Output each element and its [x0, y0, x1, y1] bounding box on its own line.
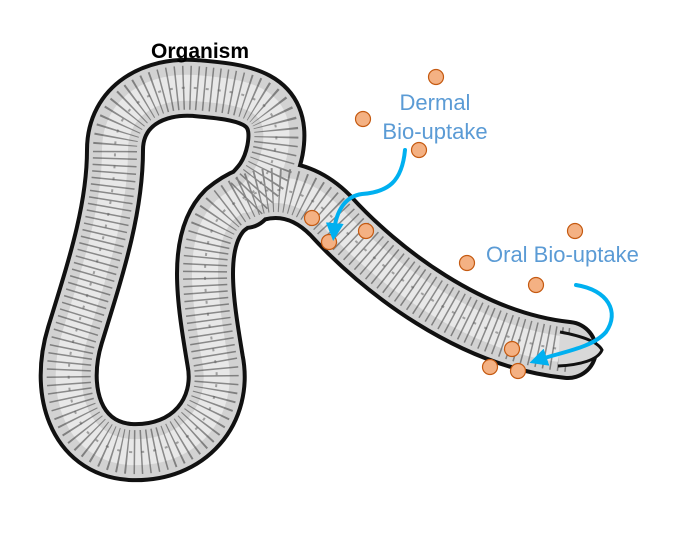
particle [527, 276, 545, 294]
particle [357, 222, 375, 240]
particle [566, 222, 584, 240]
particle [503, 340, 521, 358]
oral-bio-uptake-label: Oral Bio-uptake [486, 242, 639, 267]
oral-uptake-arrow [529, 283, 614, 366]
particle [458, 254, 476, 272]
particle [354, 110, 372, 128]
organism-label: Organism [151, 40, 250, 63]
dermal-uptake-arrow [325, 148, 407, 241]
particle [410, 141, 428, 159]
dermal-bio-uptake-label: Dermal Bio-uptake [372, 88, 498, 146]
arrows [325, 148, 614, 366]
particles [303, 68, 584, 380]
worm-segment-texture [46, 65, 571, 475]
particle [509, 362, 527, 380]
dermal-label-line1: Dermal [399, 90, 471, 115]
worm-organism [38, 57, 604, 483]
particle [427, 68, 445, 86]
dermal-label-line2: Bio-uptake [382, 119, 488, 144]
particle [303, 209, 321, 227]
particle [481, 358, 499, 376]
particle [320, 233, 338, 251]
